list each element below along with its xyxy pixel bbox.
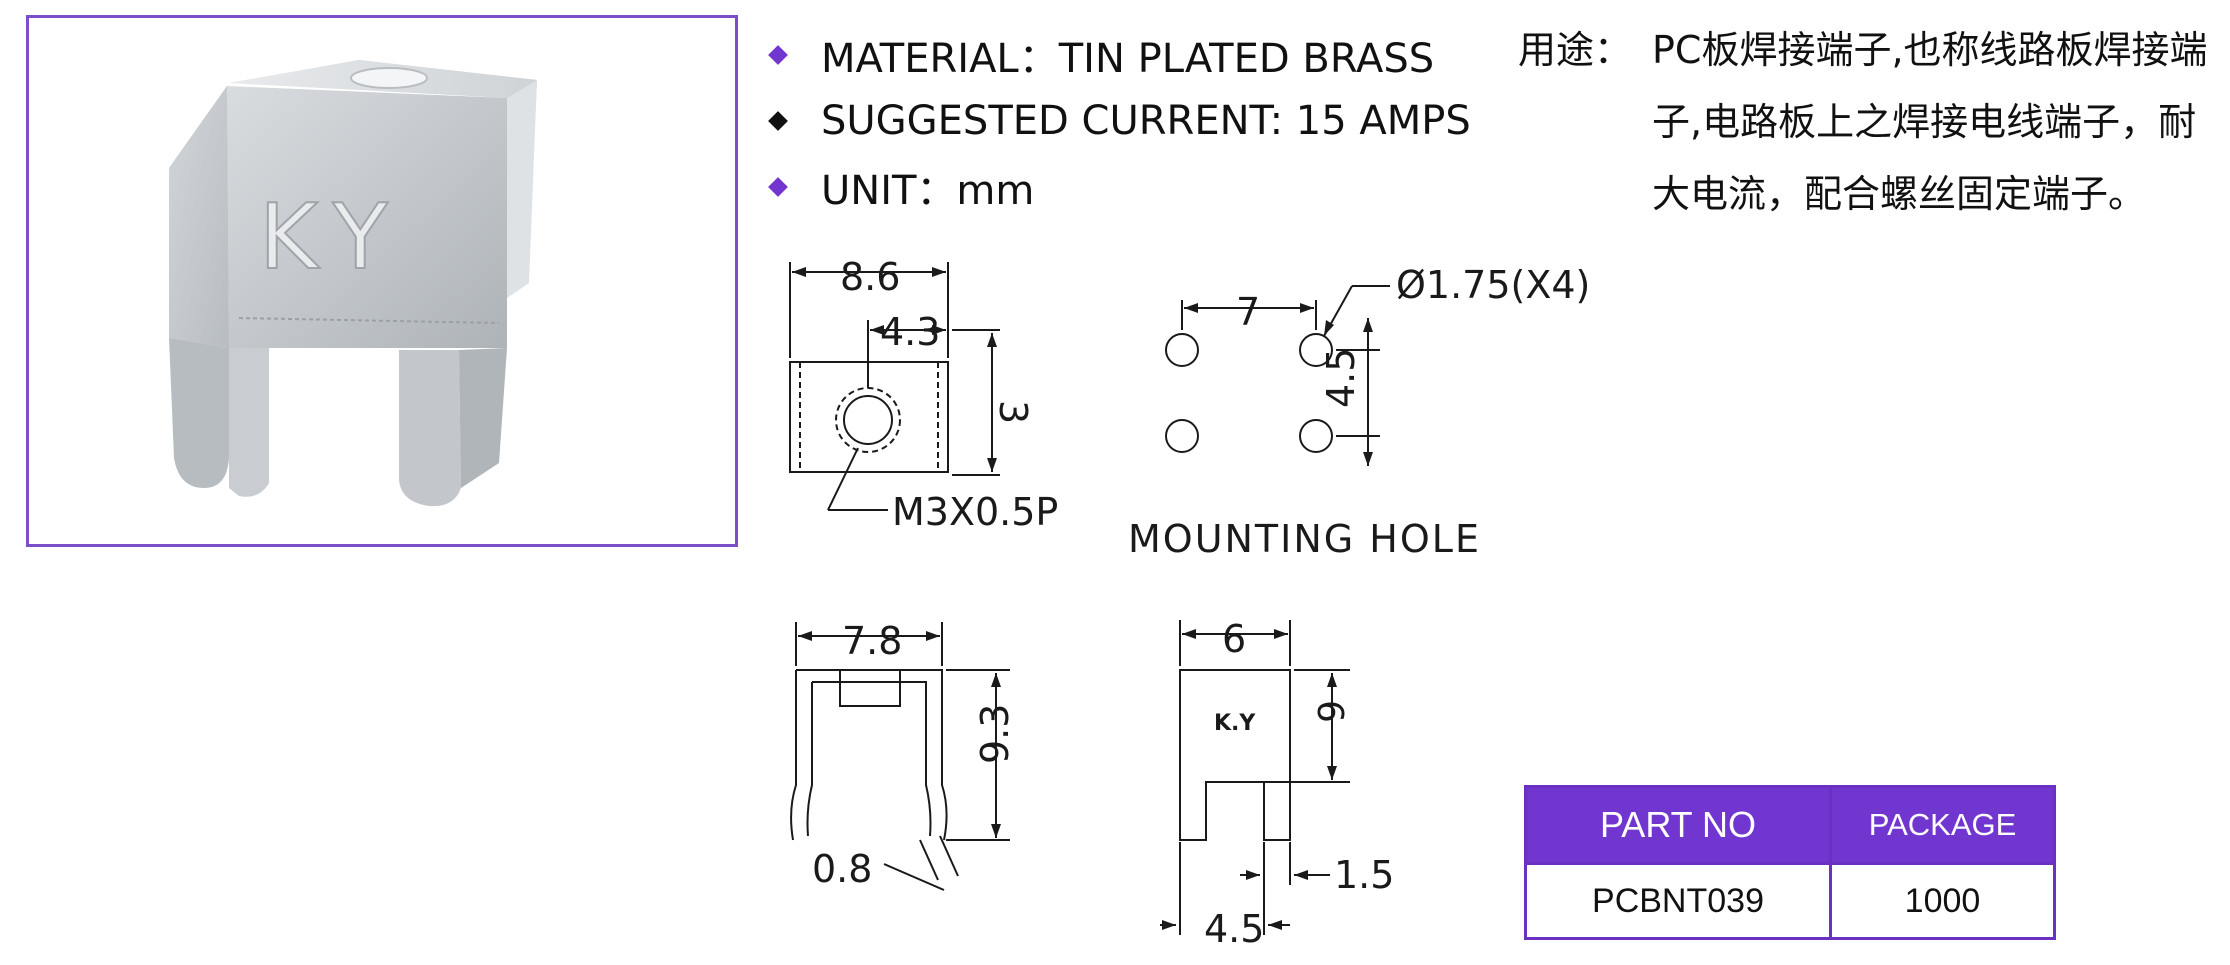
embossed-mark: KY: [259, 185, 406, 290]
side-view: [790, 622, 1010, 891]
spec-unit-text: UNIT：mm: [821, 168, 1035, 214]
front-view: [1160, 620, 1350, 935]
dim-hole-pitch-y: 4.5: [1319, 348, 1363, 408]
spec-material: MATERIAL：TIN PLATED BRASS: [765, 22, 1471, 88]
diamond-bullet-icon: [768, 45, 788, 65]
usage-text: PC板焊接端子,也称线路板焊接端子,电路板上之焊接电线端子，耐大电流，配合螺丝固…: [1652, 28, 2208, 216]
dim-hole-pitch-x: 7: [1236, 290, 1260, 334]
dim-front-upper-height: 6: [1309, 700, 1350, 723]
part-number-table: PART NO PACKAGE PCBNT039 1000: [1524, 785, 2056, 940]
diamond-bullet-icon: [768, 111, 788, 131]
cell-part-no: PCBNT039: [1524, 862, 1832, 940]
spec-list: MATERIAL：TIN PLATED BRASS SUGGESTED CURR…: [765, 22, 1471, 220]
usage-label: 用途：: [1518, 28, 1633, 72]
top-view: [789, 262, 1000, 511]
front-view-mark: K.Y: [1214, 711, 1256, 736]
diamond-bullet-icon: [768, 177, 788, 197]
spec-unit: UNIT：mm: [765, 154, 1471, 220]
table-row: PCBNT039 1000: [1524, 862, 2056, 940]
dim-hole-diameter: Ø1.75(X4): [1396, 263, 1590, 307]
mounting-hole-title: MOUNTING HOLE: [1128, 517, 1481, 561]
cell-package: 1000: [1829, 862, 2056, 940]
dim-top-height: 3: [991, 400, 1035, 424]
dim-front-width: 6: [1222, 617, 1246, 661]
dim-top-width: 8.6: [840, 255, 900, 299]
spec-current-text: SUGGESTED CURRENT: 15 AMPS: [821, 98, 1471, 144]
dim-side-height: 9.3: [973, 704, 1017, 764]
dim-side-thickness: 0.8: [812, 847, 872, 891]
header-package: PACKAGE: [1829, 785, 2056, 865]
dim-thread: M3X0.5P: [892, 490, 1058, 534]
spec-material-text: MATERIAL：TIN PLATED BRASS: [821, 36, 1435, 82]
dim-leg-span: 4.5: [1204, 907, 1264, 951]
product-photo: KY: [169, 60, 537, 507]
header-part-no: PART NO: [1524, 785, 1832, 865]
product-photo-frame: KY: [26, 15, 738, 547]
mounting-hole-pattern: [1165, 285, 1390, 466]
table-header-row: PART NO PACKAGE: [1524, 785, 2056, 865]
dim-top-half-width: 4.3: [880, 310, 940, 354]
dim-side-width: 7.8: [842, 619, 902, 663]
spec-current: SUGGESTED CURRENT: 15 AMPS: [765, 88, 1471, 154]
dim-leg-width: 1.5: [1334, 853, 1394, 897]
